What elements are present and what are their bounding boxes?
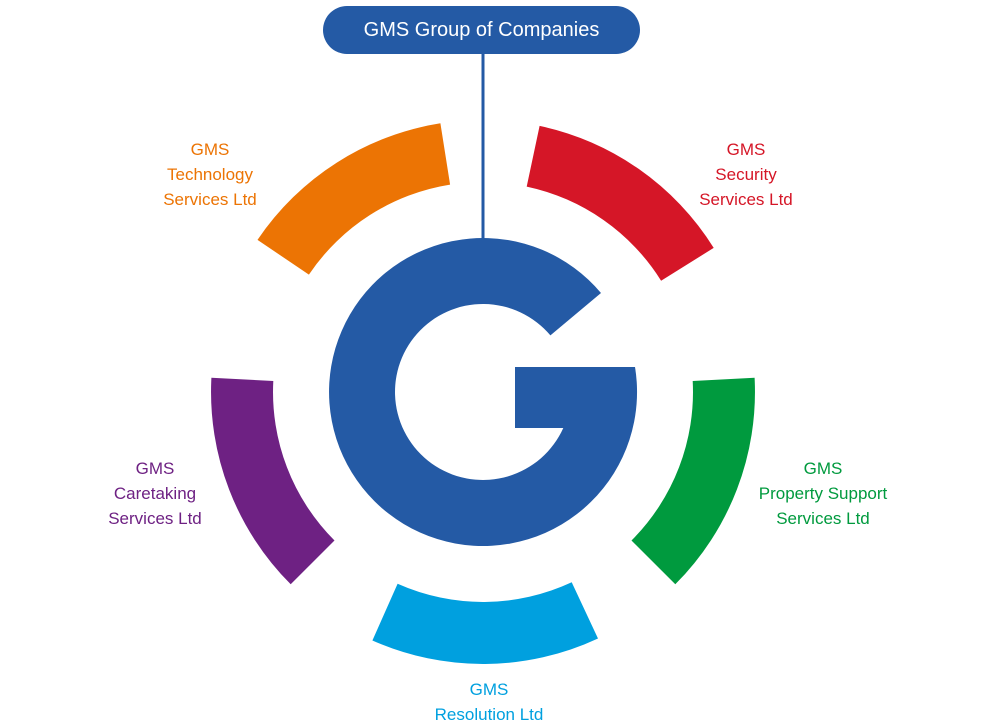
company-name-line: Property Support [758,484,888,503]
company-name-line: Services Ltd [108,509,202,528]
company-name-line: GMS [135,459,175,478]
company-label-resolution: GMS Resolution Ltd [379,677,599,727]
company-name-line: GMS [190,140,230,159]
arc-segment-resolution [372,582,598,665]
letter-g-logo-icon [329,238,638,547]
company-name-line: Security [715,165,777,184]
company-name-line: GMS [469,680,509,699]
arc-segment-property [631,377,755,585]
company-name-line: GMS [726,140,766,159]
group-title-badge: GMS Group of Companies [323,6,640,54]
company-name-line: GMS [803,459,843,478]
company-name-line: Caretaking [113,484,197,503]
arc-segment-caretaking [211,377,335,585]
company-name-line: Technology [166,165,253,184]
arc-segment-security [526,125,714,281]
arc-segment-technology [257,123,451,275]
company-name-line: Services Ltd [699,190,793,209]
company-label-property-support: GMS Property Support Services Ltd [713,456,933,531]
company-name-line: Resolution Ltd [434,705,544,724]
company-label-technology: GMS Technology Services Ltd [100,137,320,212]
company-label-caretaking: GMS Caretaking Services Ltd [45,456,265,531]
company-name-line: Services Ltd [163,190,257,209]
company-name-line: Services Ltd [776,509,870,528]
company-label-security: GMS Security Services Ltd [636,137,856,212]
group-title: GMS Group of Companies [363,18,600,41]
